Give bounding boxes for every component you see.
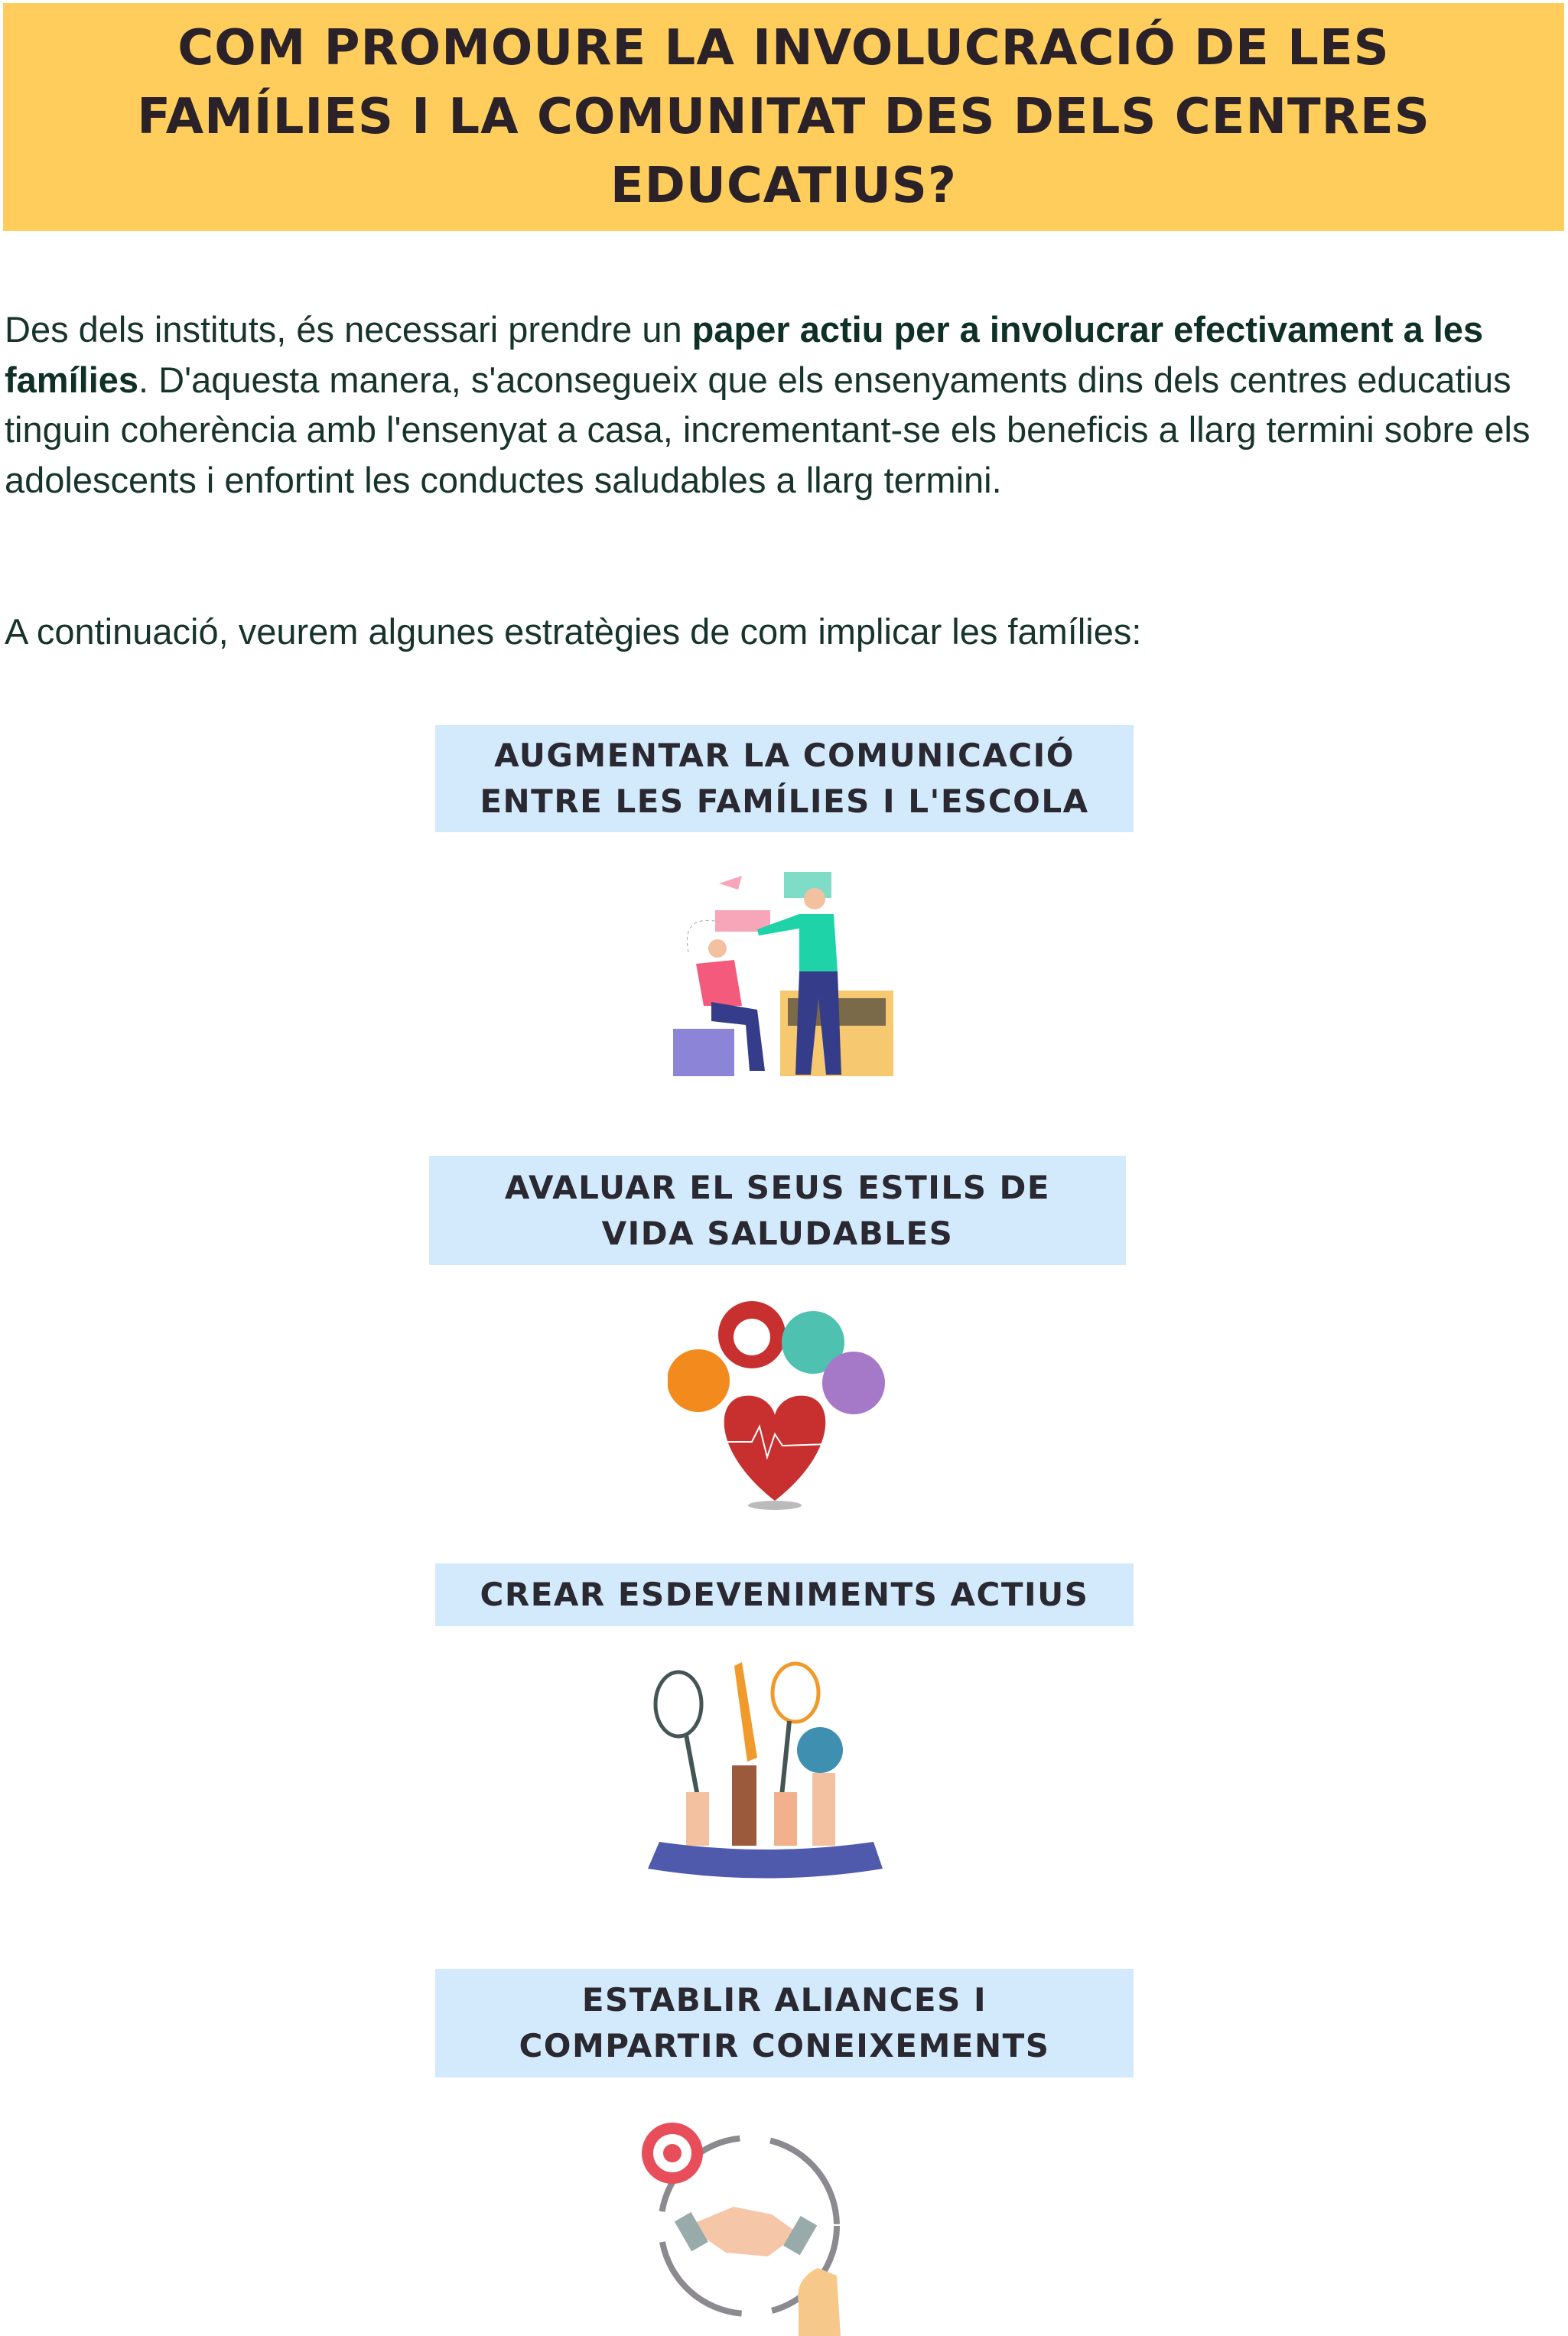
intro-bold: paper actiu per a involucrar efectivamen… bbox=[5, 309, 1484, 400]
strategy-title: AVALUAR EL SEUS ESTILS DE VIDA SALUDABLE… bbox=[504, 1168, 1051, 1252]
lead-paragraph: A continuació, veurem algunes estratègie… bbox=[5, 611, 1142, 652]
handshake-cycle-illustration bbox=[642, 2123, 841, 2336]
intro-paragraph: Des dels instituts, és necessari prendre… bbox=[5, 304, 1568, 505]
intro-text-2: . D'aquesta manera, s'aconsegueix que el… bbox=[5, 359, 1531, 500]
page-title: COM PROMOURE LA INVOLUCRACIÓ DE LES FAMÍ… bbox=[137, 20, 1430, 214]
strategy-title: ESTABLIR ALIANCES I COMPARTIR CONEIXEMEN… bbox=[519, 1981, 1050, 2064]
sports-rackets-illustration bbox=[648, 1661, 883, 1879]
strategy-box-4: ESTABLIR ALIANCES I COMPARTIR CONEIXEMEN… bbox=[435, 1969, 1134, 2077]
strategy-title: AUGMENTAR LA COMUNICACIÓ ENTRE LES FAMÍL… bbox=[480, 737, 1089, 820]
strategy-title: CREAR ESDEVENIMENTS ACTIUS bbox=[480, 1576, 1089, 1613]
strategy-box-2: AVALUAR EL SEUS ESTILS DE VIDA SALUDABLE… bbox=[429, 1156, 1126, 1265]
strategy-box-1: AUGMENTAR LA COMUNICACIÓ ENTRE LES FAMÍL… bbox=[435, 725, 1134, 832]
conversation-illustration bbox=[673, 872, 893, 1076]
intro-text: Des dels instituts, és necessari prendre… bbox=[5, 309, 692, 350]
title-banner: COM PROMOURE LA INVOLUCRACIÓ DE LES FAMÍ… bbox=[3, 3, 1564, 231]
strategy-box-3: CREAR ESDEVENIMENTS ACTIUS bbox=[435, 1563, 1134, 1626]
healthy-lifestyle-heart-illustration bbox=[668, 1301, 885, 1510]
